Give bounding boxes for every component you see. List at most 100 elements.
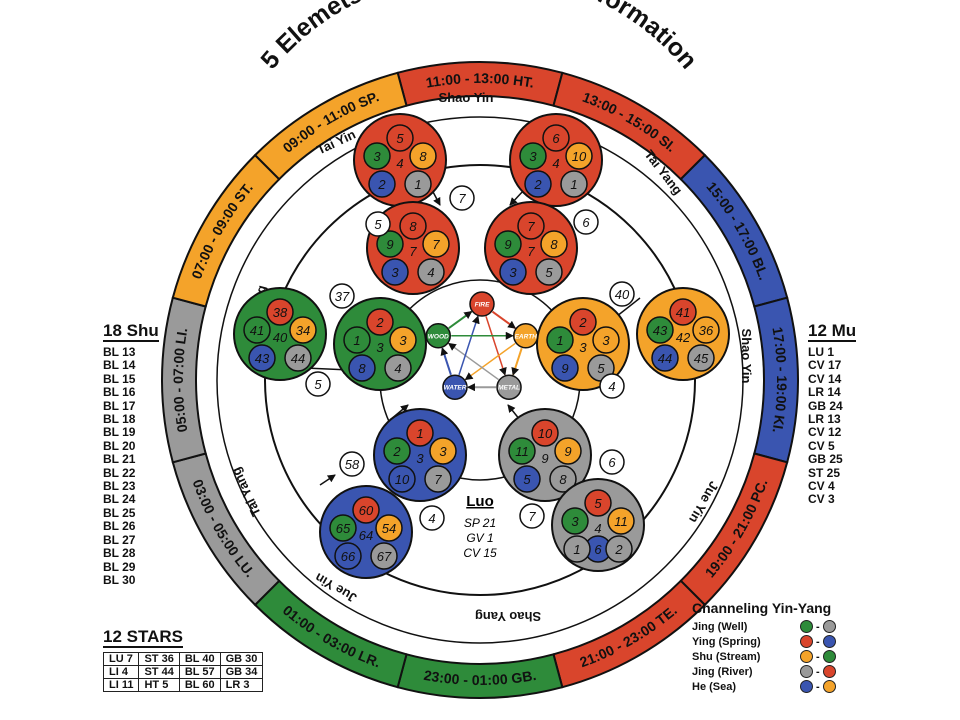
point-number: 5 — [545, 265, 553, 280]
point-number: 9 — [561, 361, 568, 376]
luo-badge: 5 — [365, 211, 391, 237]
list-item: ST 25 — [808, 465, 841, 480]
point-dot-water — [368, 170, 396, 198]
stars-cell: GB 30 — [219, 652, 264, 666]
list-item: BL 29 — [103, 559, 136, 574]
list-item: CV 4 — [808, 479, 835, 494]
luo-badge: 37 — [329, 283, 355, 309]
point-number: 3 — [391, 265, 399, 280]
list-item: BL 24 — [103, 492, 136, 507]
luo-badge: 6 — [573, 209, 599, 235]
point-number: 41 — [676, 305, 690, 320]
point-dot-fire — [399, 212, 427, 240]
point-dot-earth — [592, 326, 620, 354]
point-number: 7 — [432, 237, 440, 252]
center-node-wood: WOOD — [425, 323, 452, 349]
list-item: CV 5 — [808, 438, 835, 453]
svg-text:WOOD: WOOD — [428, 333, 449, 340]
stars-cell: BL 57 — [178, 665, 221, 679]
point-number: 4 — [396, 156, 403, 171]
point-number: 60 — [359, 503, 374, 518]
point-number: 67 — [377, 549, 392, 564]
legend-dash: - — [816, 635, 820, 648]
list-item: BL 19 — [103, 425, 136, 440]
svg-text:7: 7 — [528, 509, 536, 524]
controlling-arrow — [464, 342, 516, 381]
point-dot-water — [388, 465, 416, 493]
point-number: 42 — [676, 330, 691, 345]
legend-title: Channeling Yin-Yang — [692, 600, 832, 616]
list-item: GB 25 — [808, 452, 843, 467]
point-number: 43 — [255, 351, 270, 366]
point-number: 11 — [614, 514, 628, 529]
svg-text:4: 4 — [428, 511, 435, 526]
stars-cell: LI 4 — [102, 665, 140, 679]
point-number: 3 — [509, 265, 517, 280]
list-item: BL 22 — [103, 465, 136, 480]
legend-dash: - — [816, 665, 820, 678]
legend-row: Ying (Spring) - — [692, 634, 836, 649]
luo-badge: 4 — [419, 505, 445, 531]
svg-text:6: 6 — [608, 455, 616, 470]
point-number: 5 — [594, 496, 602, 511]
point-dot-metal — [563, 535, 591, 563]
point-number: 9 — [504, 237, 511, 252]
svg-text:5: 5 — [314, 377, 322, 392]
point-dot-earth — [289, 316, 317, 344]
point-number: 10 — [572, 149, 587, 164]
point-dot-fire — [542, 124, 570, 152]
point-dot-water — [499, 258, 527, 286]
list-item: BL 16 — [103, 385, 136, 400]
point-number: 40 — [273, 330, 288, 345]
svg-text:6: 6 — [582, 215, 590, 230]
point-number: 1 — [573, 542, 580, 557]
list-item: BL 27 — [103, 532, 136, 547]
point-number: 7 — [434, 472, 442, 487]
list-item: BL 15 — [103, 371, 136, 386]
point-number: 54 — [382, 521, 396, 536]
time-ring-segment — [253, 71, 408, 181]
point-number: 1 — [414, 177, 421, 192]
point-dot-earth — [422, 230, 450, 258]
point-number: 44 — [291, 351, 305, 366]
legend-dot-metal — [822, 620, 836, 633]
point-number: 8 — [419, 149, 427, 164]
legend-label: He (Sea) — [692, 680, 737, 693]
stars-cell: LU 7 — [102, 652, 140, 666]
legend-dot-wood — [822, 650, 836, 663]
point-dot-metal — [370, 542, 398, 570]
legend-label: Ying (Spring) — [692, 635, 761, 648]
luo-title: Luo — [466, 493, 494, 510]
point-dot-earth — [409, 142, 437, 170]
generating-arrow — [440, 347, 452, 376]
svg-text:FIRE: FIRE — [475, 302, 490, 309]
list-item: BL 20 — [103, 438, 136, 453]
time-ring-label: 11:00 - 13:00 HT. — [425, 70, 536, 91]
legend-dash: - — [816, 650, 820, 663]
center-node-fire: FIRE — [469, 291, 495, 317]
list-item: CV 14 — [808, 371, 842, 386]
svg-text:WATER: WATER — [443, 385, 466, 392]
stars-cell: BL 60 — [178, 678, 221, 692]
point-dot-fire — [517, 212, 545, 240]
point-number: 1 — [416, 426, 423, 441]
point-number: 10 — [538, 426, 553, 441]
legend-label: Jing (River) — [692, 665, 753, 678]
point-number: 44 — [658, 351, 672, 366]
legend-dot-water — [822, 635, 836, 648]
point-number: 43 — [653, 323, 668, 338]
point-dot-metal — [605, 535, 633, 563]
center-node-earth: EARTH — [512, 323, 539, 349]
svg-text:4: 4 — [608, 379, 615, 394]
